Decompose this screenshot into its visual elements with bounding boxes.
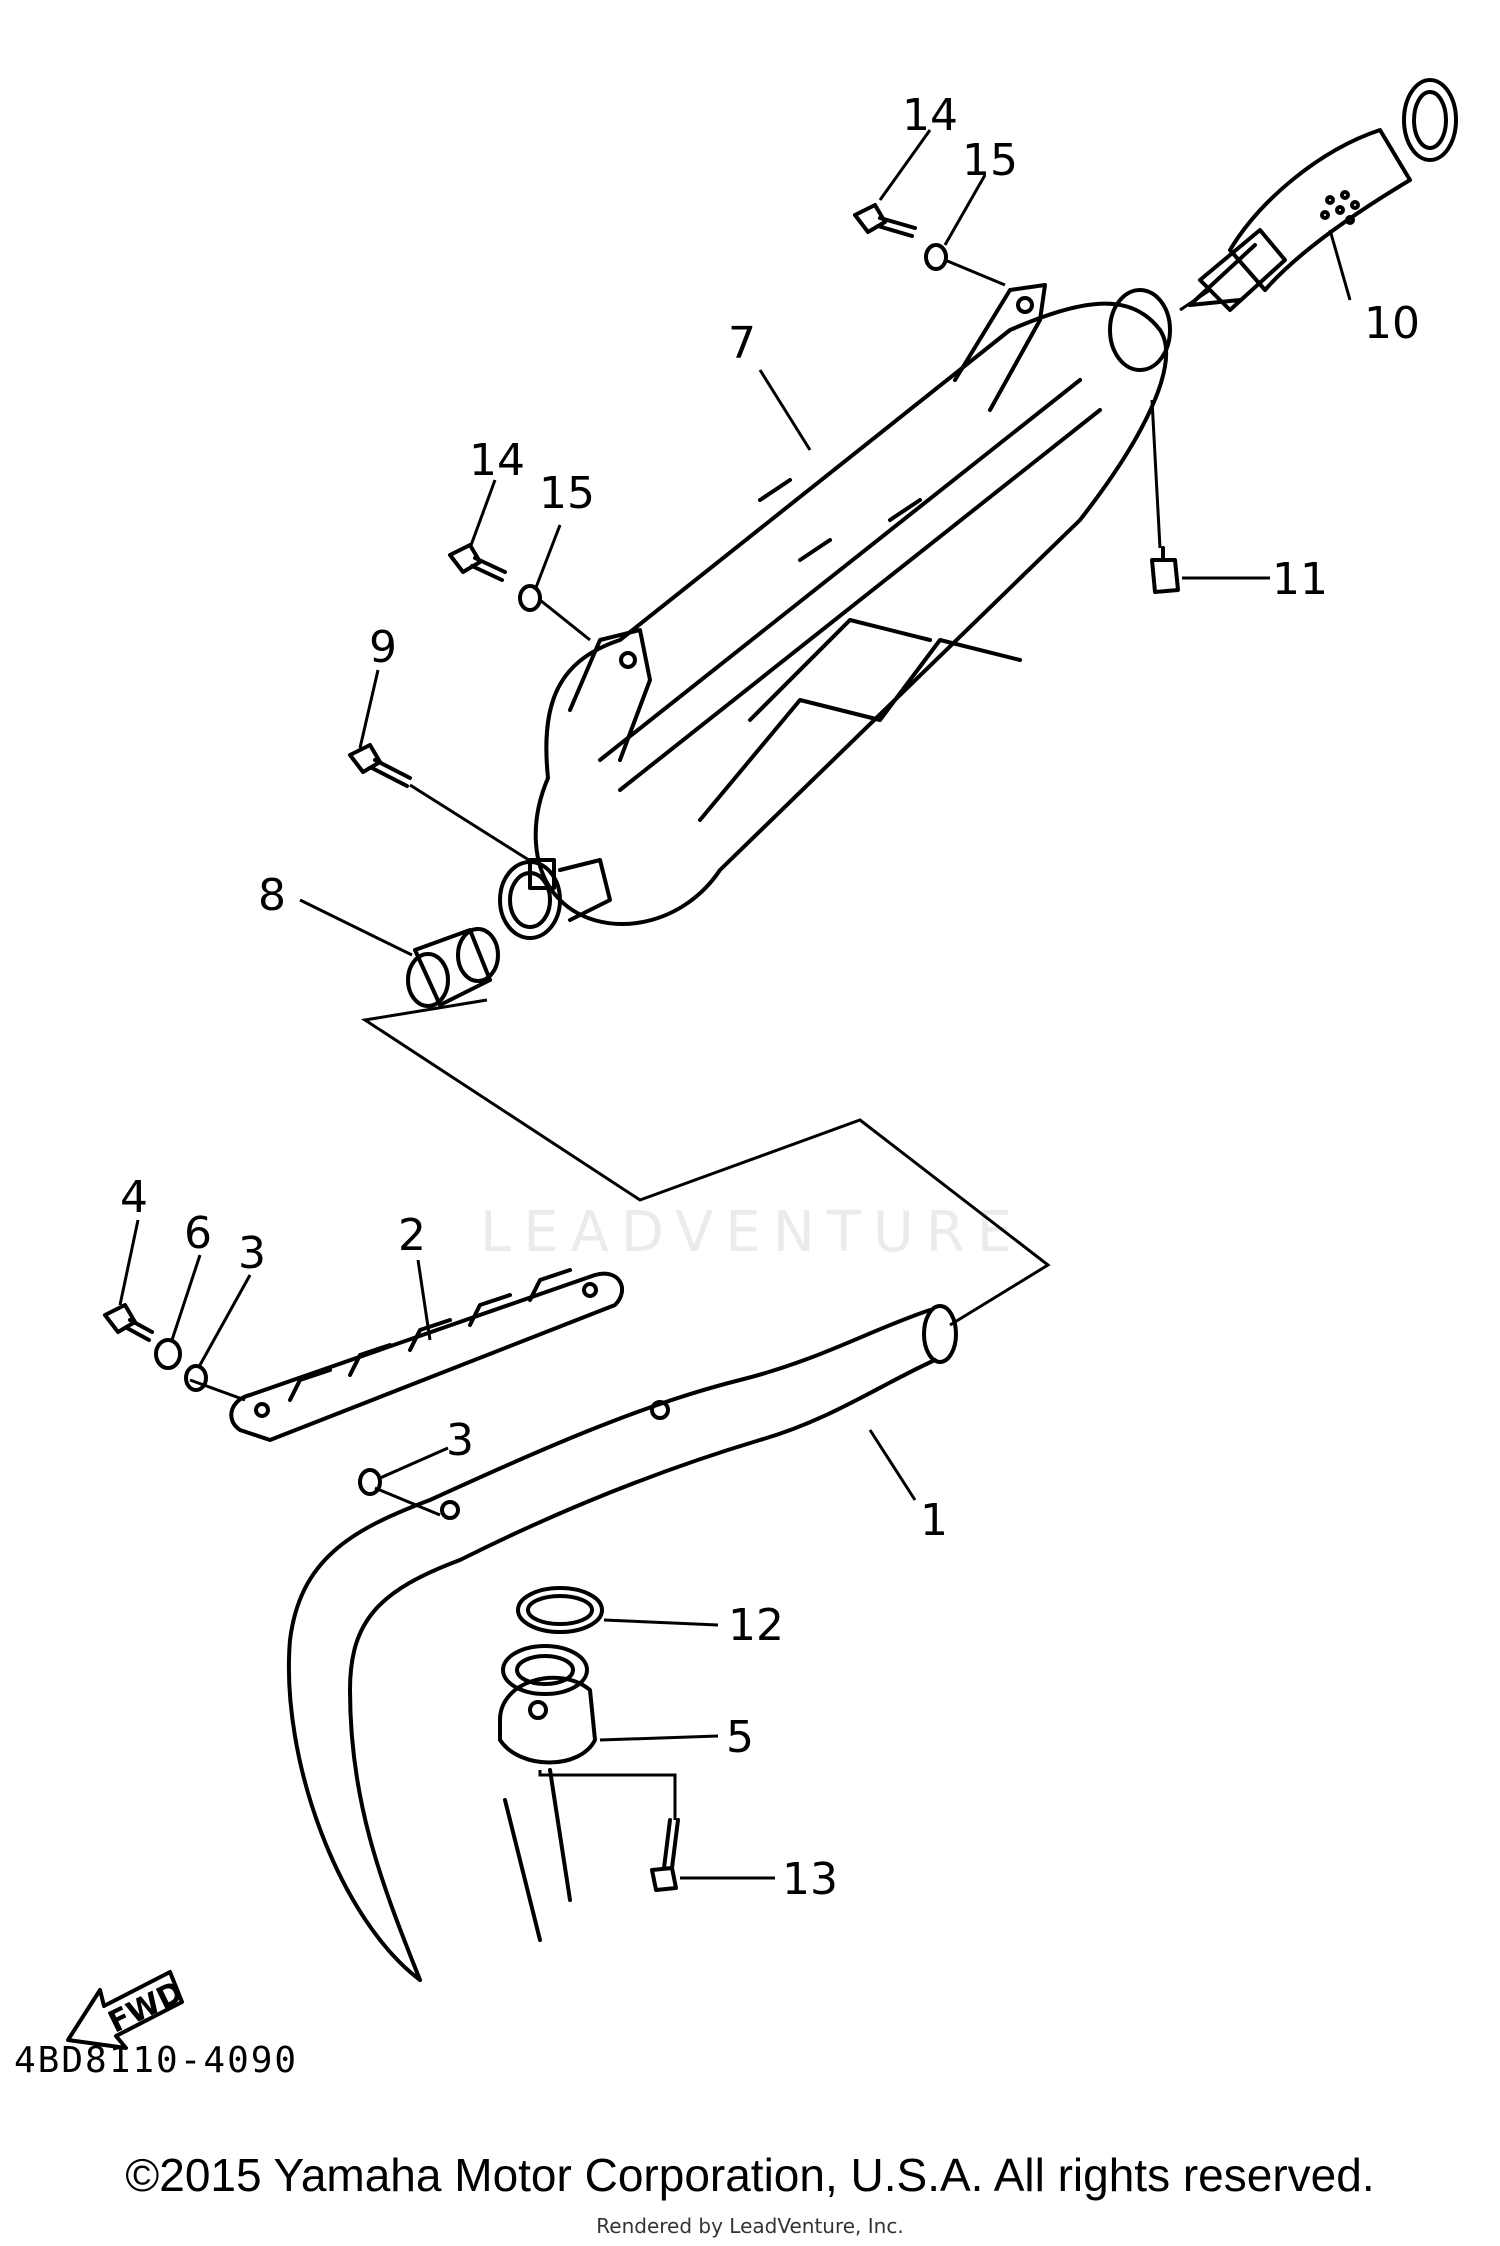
callout-13: 13 (782, 1854, 838, 1905)
diagram-code: 4BD8110-4090 (14, 2040, 299, 2081)
callout-7: 7 (728, 318, 756, 369)
gasket-part-8 (406, 927, 500, 1008)
callout-1: 1 (920, 1495, 948, 1546)
washer-part-15-upper (924, 243, 948, 271)
muffler-part-7 (498, 283, 1172, 940)
bolt-part-13 (650, 1818, 680, 1892)
callout-12: 12 (728, 1600, 784, 1651)
rendered-by-note: Rendered by LeadVenture, Inc. (596, 2214, 904, 2238)
protector-part-2 (229, 1268, 625, 1442)
washer-part-15-lower (518, 584, 542, 612)
leader-lines (118, 129, 1352, 1880)
bolt-part-9 (348, 743, 412, 788)
callout-14: 14 (902, 90, 958, 141)
callout-labels: 14 15 10 7 14 15 11 9 8 4 6 2 3 3 1 12 5… (120, 90, 1420, 1905)
callout-9: 9 (369, 622, 397, 673)
bolt-part-11 (1150, 546, 1180, 594)
flange-part-5 (498, 1644, 597, 1765)
callout-14: 14 (469, 435, 525, 486)
callout-8: 8 (258, 870, 286, 921)
washer-part-6 (154, 1338, 182, 1370)
callout-11: 11 (1272, 554, 1328, 605)
washer-part-3-upper (184, 1364, 208, 1392)
fwd-arrow-icon (66, 1970, 184, 2050)
bolt-part-4 (103, 1303, 154, 1342)
callout-6: 6 (184, 1208, 212, 1259)
washer-part-3-lower (358, 1468, 382, 1496)
watermark: LEADVENTURE (480, 1200, 1025, 1265)
copyright-notice: ©2015 Yamaha Motor Corporation, U.S.A. A… (125, 2149, 1375, 2201)
callout-15: 15 (962, 135, 1018, 186)
callout-2: 2 (398, 1210, 426, 1261)
gasket-part-12 (516, 1586, 604, 1634)
tailpipe-part-10 (1188, 78, 1458, 312)
callout-5: 5 (726, 1712, 754, 1763)
callout-4: 4 (120, 1172, 148, 1223)
callout-10: 10 (1364, 298, 1420, 349)
callout-15: 15 (539, 468, 595, 519)
callout-3: 3 (238, 1228, 266, 1279)
bolt-part-14-lower (448, 543, 507, 582)
exhaust-pipe-part-1 (287, 1304, 958, 1982)
callout-3: 3 (446, 1415, 474, 1466)
bolt-part-14-upper (853, 203, 917, 238)
